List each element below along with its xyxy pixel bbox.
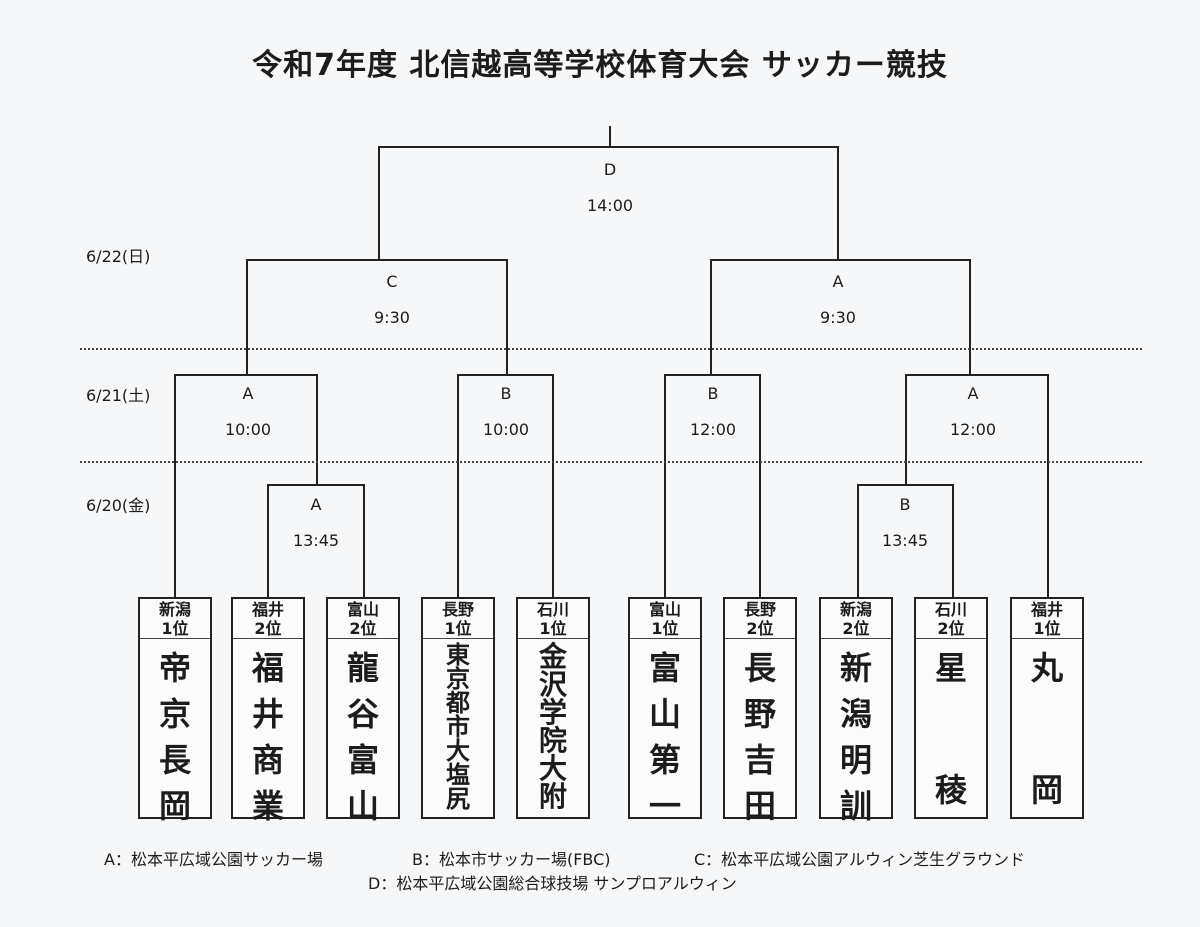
semi-left-bracket <box>246 259 508 375</box>
legend-venue-c: C：松本平広域公園アルウィン芝生グラウンド <box>694 850 1026 869</box>
team-name: 東京都市大塩尻 <box>446 640 470 813</box>
date-divider-1 <box>80 348 1142 350</box>
qf3-time: 12:00 <box>689 420 737 439</box>
team-name: 福井商業 <box>251 649 284 825</box>
date-label-day2: 6/21(土) <box>86 386 151 405</box>
legend-venue-d: D：松本平広域公園総合球技場 サンプロアルウィン <box>368 874 737 893</box>
semi-right-bracket <box>710 259 971 375</box>
team-name: 帝京長岡 <box>158 649 191 825</box>
semi-right-venue: A <box>832 272 844 291</box>
qf3-bracket <box>664 374 761 597</box>
r1-left-time: 13:45 <box>292 531 340 550</box>
qf3-venue: B <box>707 384 719 403</box>
final-bracket <box>378 146 839 260</box>
team-name: 丸岡 <box>1030 649 1063 809</box>
semi-left-venue: C <box>386 272 398 291</box>
qf2-venue: B <box>500 384 512 403</box>
legend-venue-a: A：松本平広域公園サッカー場 <box>104 850 323 869</box>
date-label-day1: 6/20(金) <box>86 496 151 515</box>
qf4-bracket <box>905 374 1049 597</box>
qf4-venue: A <box>967 384 979 403</box>
qf1-time: 10:00 <box>224 420 272 439</box>
qf1-venue: A <box>242 384 254 403</box>
r1-left-bracket <box>267 484 365 597</box>
team-name: 龍谷富山 <box>346 649 379 825</box>
r1-right-bracket <box>857 484 954 597</box>
page-title: 令和7年度 北信越高等学校体育大会 サッカー競技 <box>252 48 948 83</box>
qf1-bracket <box>174 374 318 597</box>
r1-left-venue: A <box>310 495 322 514</box>
semi-right-time: 9:30 <box>820 308 856 327</box>
final-venue: D <box>603 160 617 179</box>
team-name: 富山第一 <box>648 649 681 825</box>
qf2-time: 10:00 <box>482 420 530 439</box>
r1-right-time: 13:45 <box>881 531 929 550</box>
team-name: 新潟明訓 <box>839 649 872 825</box>
qf4-time: 12:00 <box>949 420 997 439</box>
team-name: 金沢学院大附 <box>538 640 567 813</box>
team-name: 長野吉田 <box>743 649 776 825</box>
date-label-day3: 6/22(日) <box>86 247 151 266</box>
team-name: 星稜 <box>934 649 967 809</box>
final-time: 14:00 <box>586 196 634 215</box>
qf2-bracket <box>457 374 554 597</box>
date-divider-2 <box>80 461 1142 463</box>
semi-left-time: 9:30 <box>374 308 410 327</box>
legend-venue-b: B：松本市サッカー場(FBC) <box>412 850 611 869</box>
r1-right-venue: B <box>899 495 911 514</box>
